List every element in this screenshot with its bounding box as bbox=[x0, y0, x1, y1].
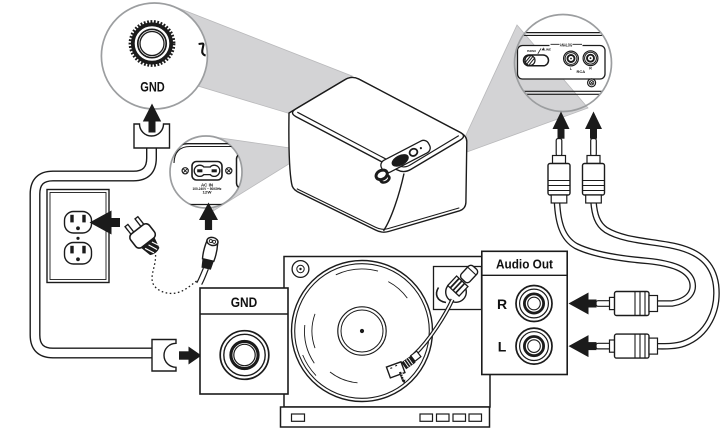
svg-text:12W: 12W bbox=[203, 190, 213, 194]
svg-text:L: L bbox=[498, 339, 507, 355]
svg-text:PHONO: PHONO bbox=[527, 49, 536, 53]
svg-text:100-240V ~ 50/60Hz: 100-240V ~ 50/60Hz bbox=[193, 187, 222, 191]
svg-text:L: L bbox=[570, 67, 573, 71]
svg-text:GND: GND bbox=[140, 79, 165, 95]
svg-text:R: R bbox=[589, 67, 592, 71]
svg-text:Audio Out: Audio Out bbox=[496, 257, 554, 272]
svg-text:R: R bbox=[497, 296, 507, 312]
svg-text:LINE: LINE bbox=[544, 48, 551, 52]
svg-text:ANALOG: ANALOG bbox=[560, 42, 573, 47]
svg-text:AC IN: AC IN bbox=[201, 182, 213, 187]
svg-text:GND: GND bbox=[231, 294, 258, 310]
svg-text:RCA: RCA bbox=[576, 69, 585, 74]
